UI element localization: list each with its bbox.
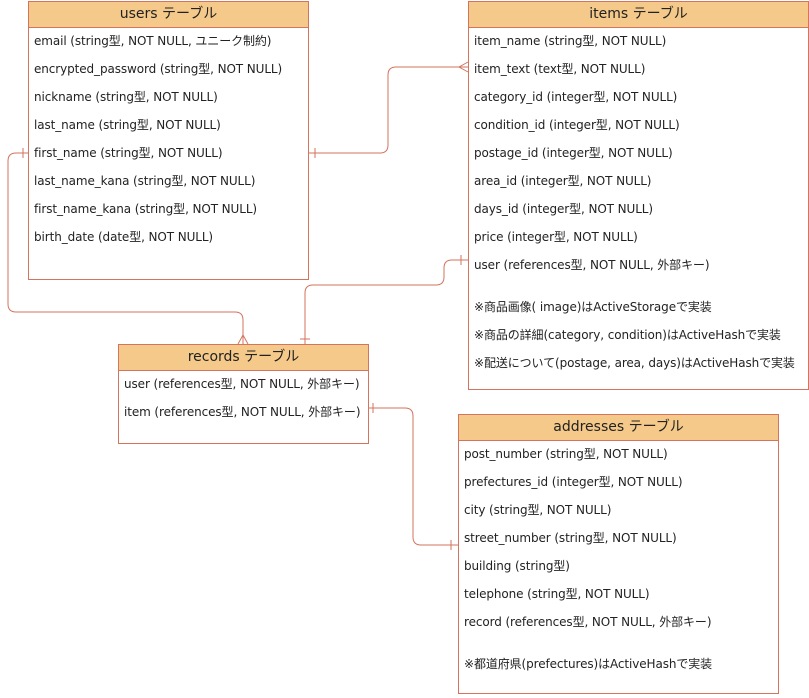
items-row-condition-id: condition_id (integer型, NOT NULL) xyxy=(474,118,680,132)
items-row-price: price (integer型, NOT NULL) xyxy=(474,230,638,244)
connector-users-records-many-mark xyxy=(237,333,249,345)
users-table: users テーブル email (string型, NOT NULL, ユニー… xyxy=(28,1,309,280)
items-row-item-text: item_text (text型, NOT NULL) xyxy=(474,62,646,76)
items-note-image: ※商品画像( image)はActiveStorageで実装 xyxy=(474,300,712,314)
connector-records-addresses xyxy=(369,407,458,546)
users-row-last-name: last_name (string型, NOT NULL) xyxy=(34,118,221,132)
addresses-row-record: record (references型, NOT NULL, 外部キー) xyxy=(464,615,712,629)
connector-items-records xyxy=(304,259,468,344)
items-table: items テーブル item_name (string型, NOT NULL)… xyxy=(468,1,809,390)
records-row-item: item (references型, NOT NULL, 外部キー) xyxy=(124,405,361,419)
records-row-user: user (references型, NOT NULL, 外部キー) xyxy=(124,377,360,391)
items-row-category-id: category_id (integer型, NOT NULL) xyxy=(474,90,678,104)
addresses-note-prefectures: ※都道府県(prefectures)はActiveHashで実装 xyxy=(464,657,713,671)
records-table-title: records テーブル xyxy=(119,345,368,371)
users-row-birth-date: birth_date (date型, NOT NULL) xyxy=(34,230,214,244)
users-table-title: users テーブル xyxy=(29,2,308,28)
addresses-row-building: building (string型) xyxy=(464,559,570,573)
items-table-title: items テーブル xyxy=(469,2,808,28)
users-row-encrypted-password: encrypted_password (string型, NOT NULL) xyxy=(34,62,283,76)
items-row-days-id: days_id (integer型, NOT NULL) xyxy=(474,202,653,216)
addresses-row-telephone: telephone (string型, NOT NULL) xyxy=(464,587,650,601)
items-row-user: user (references型, NOT NULL, 外部キー) xyxy=(474,258,710,272)
users-row-last-name-kana: last_name_kana (string型, NOT NULL) xyxy=(34,174,256,188)
addresses-table: addresses テーブル post_number (string型, NOT… xyxy=(458,414,779,694)
addresses-row-prefectures-id: prefectures_id (integer型, NOT NULL) xyxy=(464,475,683,489)
items-row-item-name: item_name (string型, NOT NULL) xyxy=(474,34,667,48)
users-row-nickname: nickname (string型, NOT NULL) xyxy=(34,90,218,104)
addresses-row-post-number: post_number (string型, NOT NULL) xyxy=(464,447,668,461)
users-row-first-name: first_name (string型, NOT NULL) xyxy=(34,146,223,160)
items-row-postage-id: postage_id (integer型, NOT NULL) xyxy=(474,146,673,160)
items-note-shipping: ※配送について(postage, area, days)はActiveHashで… xyxy=(474,356,795,370)
records-table: records テーブル user (references型, NOT NULL… xyxy=(118,344,369,444)
addresses-row-street-number: street_number (string型, NOT NULL) xyxy=(464,531,677,545)
addresses-row-city: city (string型, NOT NULL) xyxy=(464,503,612,517)
users-row-first-name-kana: first_name_kana (string型, NOT NULL) xyxy=(34,202,257,216)
connector-users-items xyxy=(309,66,468,154)
addresses-table-title: addresses テーブル xyxy=(459,415,778,441)
items-row-area-id: area_id (integer型, NOT NULL) xyxy=(474,174,652,188)
items-note-detail: ※商品の詳細(category, condition)はActiveHashで実… xyxy=(474,328,781,342)
users-row-email: email (string型, NOT NULL, ユニーク制約) xyxy=(34,34,272,48)
connector-users-items-many-mark xyxy=(457,61,469,73)
